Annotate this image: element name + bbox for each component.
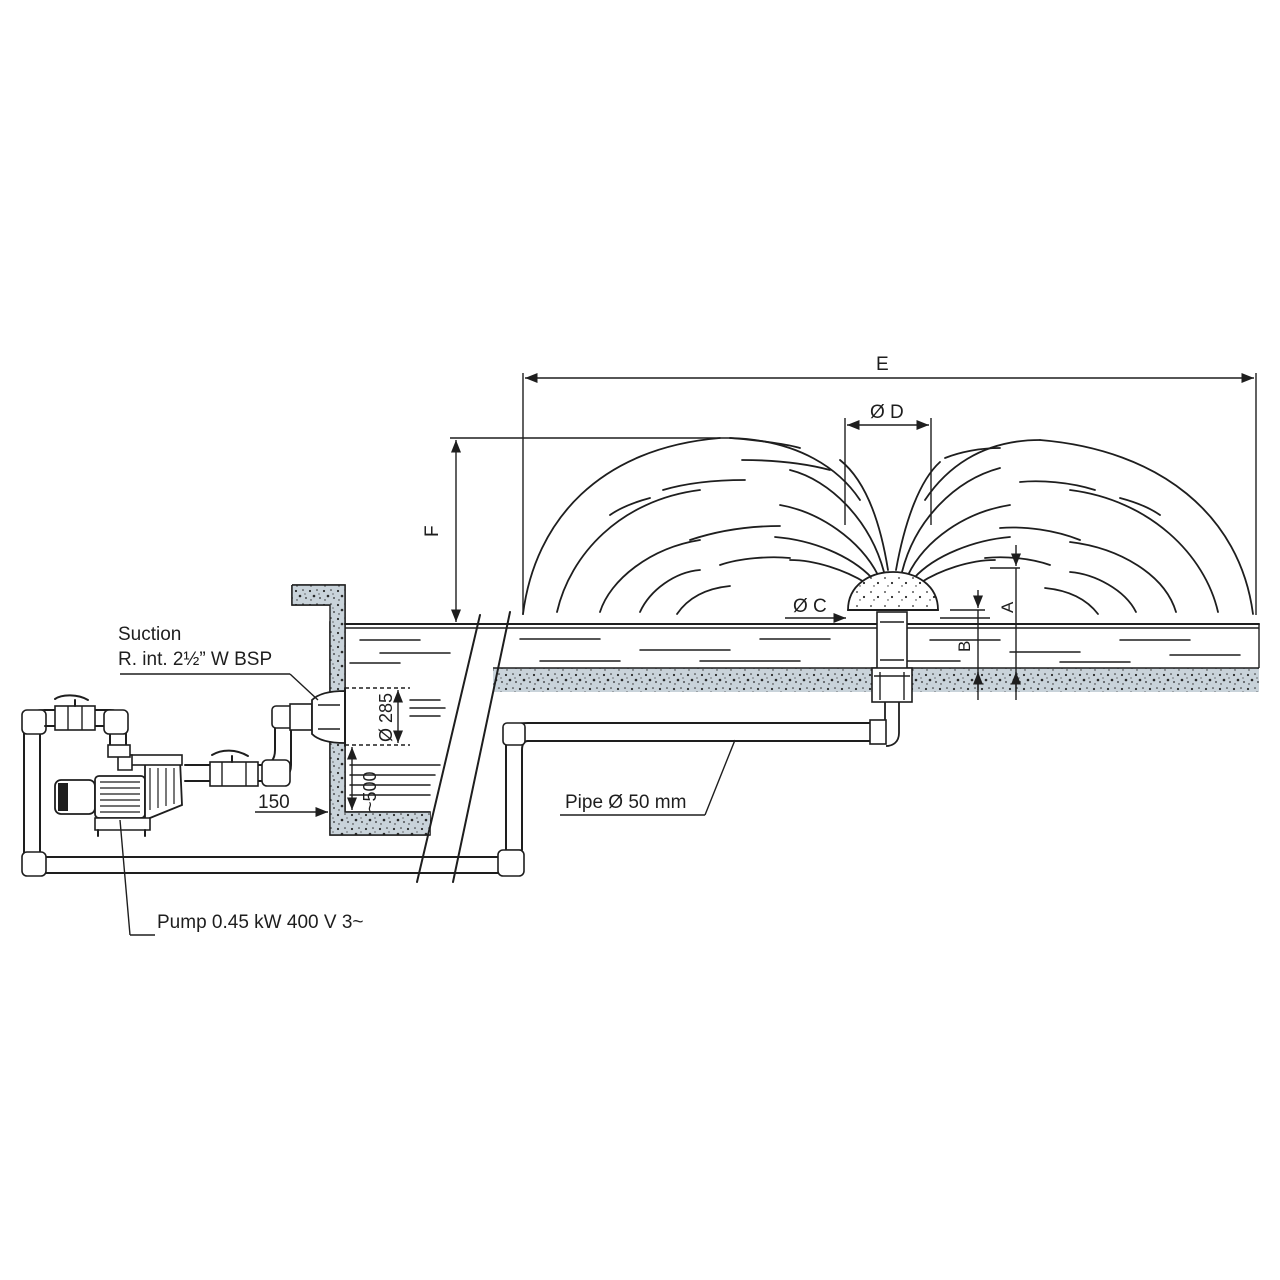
dimension-a: A (998, 601, 1017, 613)
dimension-150: 150 (258, 792, 290, 813)
leader-lines (119, 673, 736, 936)
dimension-500: ~500 (360, 771, 380, 812)
suction-fitting-icon (311, 687, 346, 747)
pump-icon (54, 744, 183, 837)
dimension-lines (255, 372, 1257, 818)
basin-structure (291, 584, 1260, 883)
pump-label: Pump 0.45 kW 400 V 3~ (157, 912, 363, 933)
dimension-c: Ø C (793, 596, 827, 617)
fountain-nozzle-icon (847, 571, 939, 747)
pipe-label: Pipe Ø 50 mm (565, 792, 686, 813)
ball-valve-icon (209, 749, 259, 787)
ball-valve-icon (54, 694, 96, 731)
dimension-d: Ø D (870, 402, 904, 423)
pipe-network (21, 694, 887, 877)
suction-thread-label: R. int. 2½” W BSP (118, 649, 272, 670)
dimension-b: B (955, 641, 974, 652)
suction-label: Suction (118, 624, 181, 645)
fountain-spray (522, 437, 1254, 615)
dimension-285: Ø 285 (376, 693, 396, 742)
dimension-e: E (876, 354, 889, 375)
water-body (349, 638, 1241, 796)
dimension-f: F (422, 525, 443, 537)
